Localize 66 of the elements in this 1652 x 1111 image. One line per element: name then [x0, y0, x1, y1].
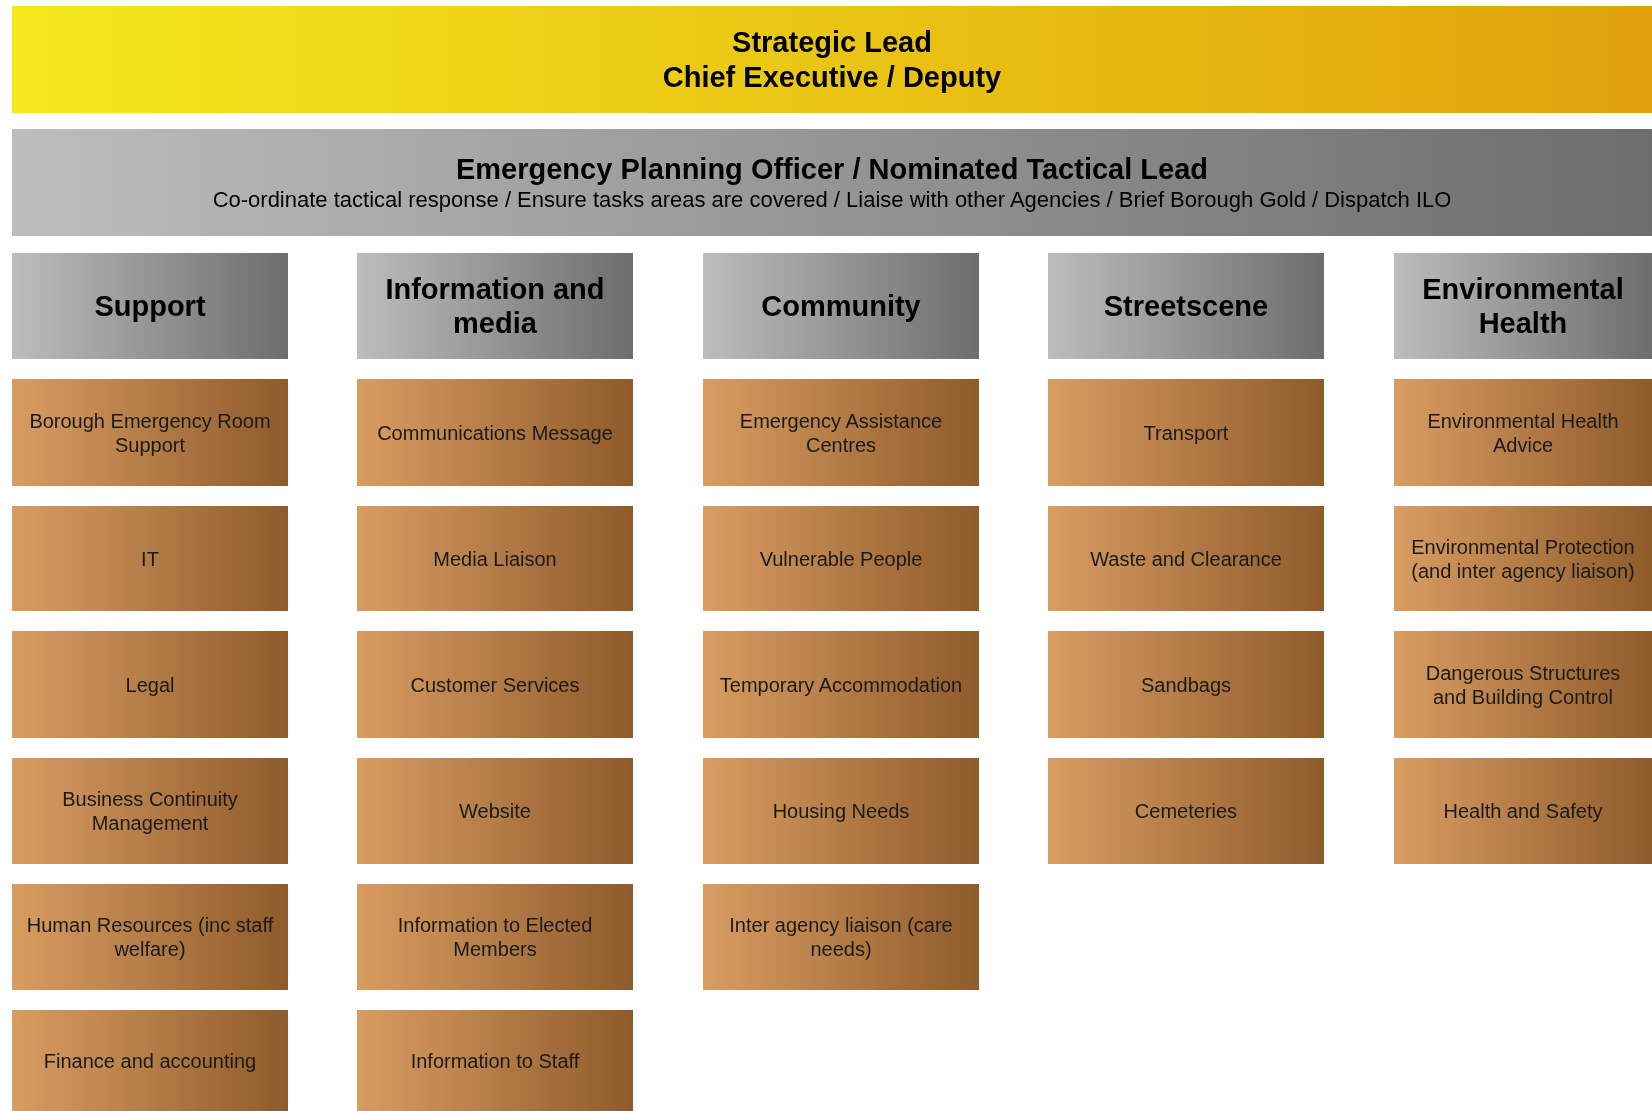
task-box — [357, 379, 633, 486]
task-text: Waste and Clearance — [1090, 546, 1282, 571]
task-text: Temporary Accommodation — [719, 672, 963, 697]
task-box — [1048, 379, 1324, 486]
task-box — [703, 631, 979, 738]
task-text: Business Continuity Management — [61, 787, 239, 835]
task-box — [357, 631, 633, 738]
task-text: Environmental Protection (and inter agency liaison) — [1410, 534, 1636, 583]
task-box — [1048, 758, 1324, 864]
task-box — [1394, 631, 1652, 738]
heading-text: Support — [94, 289, 206, 323]
task-text: Cemeteries — [1134, 799, 1238, 823]
task-text: Customer Services — [410, 672, 580, 697]
task-box — [357, 758, 633, 864]
task-box — [12, 758, 288, 864]
column-header — [703, 253, 979, 359]
task-box — [357, 884, 633, 990]
task-box — [703, 379, 979, 486]
title-text: Chief Executive / Deputy — [662, 59, 1002, 95]
task-text: Inter agency liaison (care needs) — [728, 913, 954, 961]
heading-text: Environmental Health — [1421, 272, 1625, 340]
task-box — [12, 1010, 288, 1111]
heading-text: Information and media — [384, 272, 606, 340]
task-box — [1048, 631, 1324, 738]
task-box — [357, 1010, 633, 1111]
task-box — [12, 884, 288, 990]
task-box — [1394, 506, 1652, 611]
task-text: IT — [141, 546, 159, 571]
heading-text: Streetscene — [1103, 289, 1269, 323]
task-text: Information to Elected Members — [396, 913, 594, 961]
task-box — [1394, 758, 1652, 864]
task-text: Dangerous Structures and Building Control — [1424, 660, 1622, 709]
task-box — [1048, 506, 1324, 611]
task-box — [12, 506, 288, 611]
task-box — [12, 379, 288, 486]
task-text: Environmental Health Advice — [1426, 408, 1620, 457]
task-text: Sandbags — [1140, 672, 1232, 697]
task-box — [703, 884, 979, 990]
column-header — [12, 253, 288, 359]
heading-text: Community — [761, 289, 921, 323]
task-box — [703, 506, 979, 611]
task-text: Borough Emergency Room Support — [28, 408, 272, 457]
task-box — [357, 506, 633, 611]
task-text: Emergency Assistance Centres — [738, 408, 944, 457]
task-text: Media Liaison — [433, 546, 557, 571]
task-text: Communications Message — [377, 420, 613, 445]
description-text: Co-ordinate tactical response / Ensure tasks areas are covered / Liaise with other Agencies / Brief Borough Gold / Dispatch ILO — [212, 185, 1452, 214]
task-text: Human Resources (inc staff welfare) — [26, 913, 274, 961]
column-header — [357, 253, 633, 359]
task-box — [1394, 379, 1652, 486]
title-text: Emergency Planning Officer / Nominated Tactical Lead — [455, 151, 1208, 186]
task-text: Information to Staff — [410, 1048, 580, 1073]
task-text: Legal — [125, 672, 175, 697]
task-text: Housing Needs — [772, 799, 910, 823]
task-text: Vulnerable People — [759, 546, 923, 571]
column-header — [1048, 253, 1324, 359]
tactical-lead-band — [12, 129, 1652, 236]
task-text: Website — [459, 799, 531, 823]
task-text: Finance and accounting — [43, 1048, 257, 1073]
task-text: Transport — [1143, 420, 1229, 445]
strategic-lead-band — [12, 6, 1652, 113]
column-header — [1394, 253, 1652, 359]
title-text: Strategic Lead — [732, 24, 932, 60]
task-box — [703, 758, 979, 864]
task-text: Health and Safety — [1443, 799, 1603, 823]
task-box — [12, 631, 288, 738]
